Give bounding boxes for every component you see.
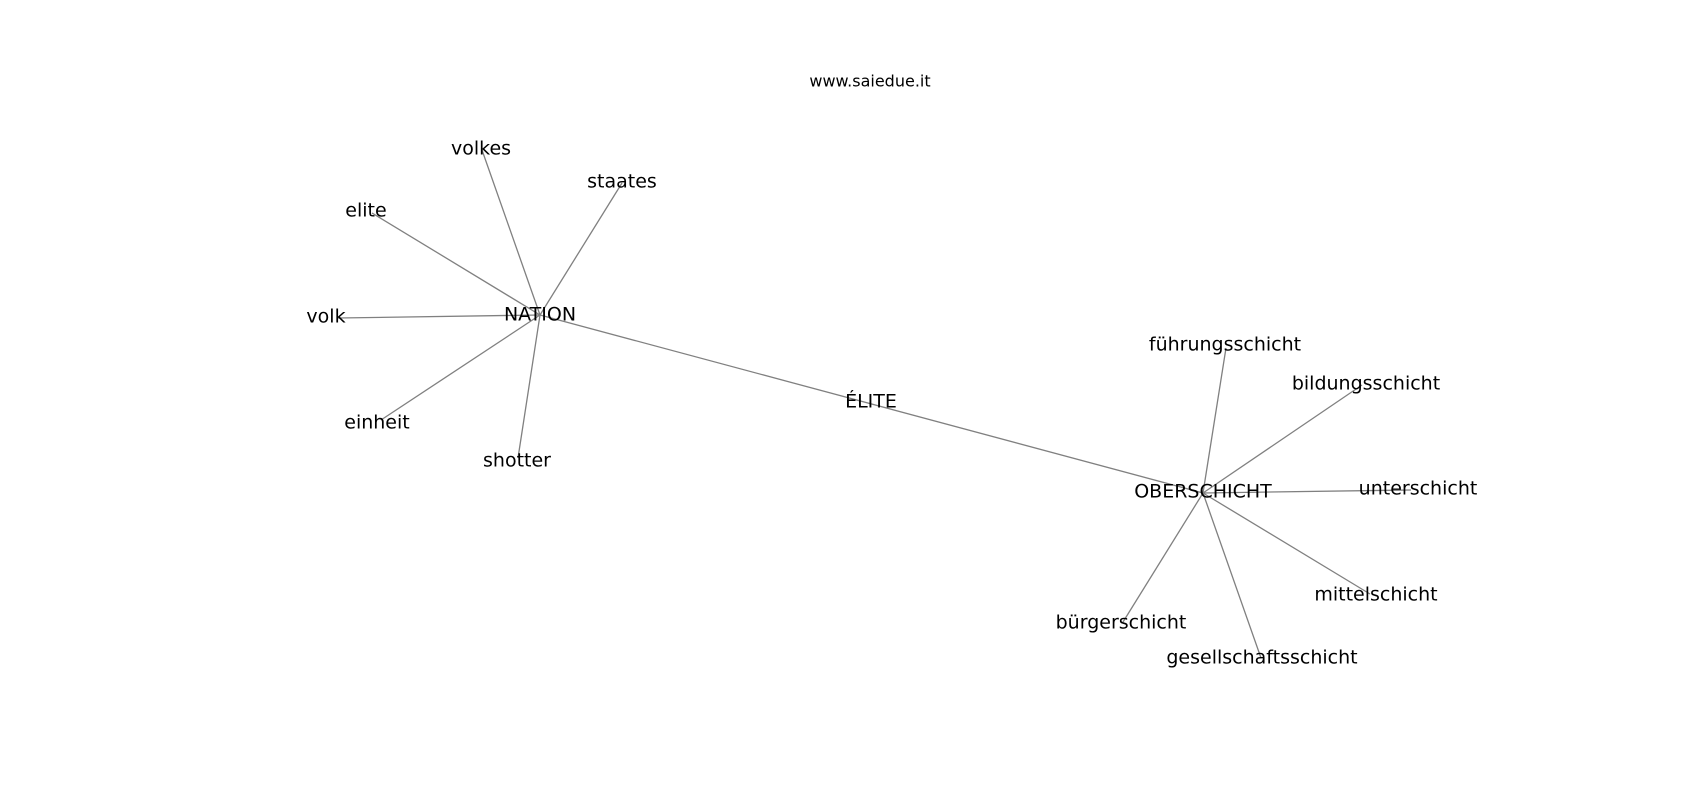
edge-oberschicht-buergerschicht <box>1122 492 1204 623</box>
node-label-nation: NATION <box>504 304 576 326</box>
node-label-volk: volk <box>306 306 345 328</box>
node-label-shotter: shotter <box>483 450 551 472</box>
edge-oberschicht-unterschicht <box>1202 489 1412 494</box>
node-label-bildungsschicht: bildungsschicht <box>1292 373 1440 395</box>
node-label-buergerschicht: bürgerschicht <box>1056 612 1187 634</box>
node-label-oberschicht: OBERSCHICHT <box>1134 481 1272 503</box>
edge-nation-volk <box>337 314 541 319</box>
label-layer: ÉLITE NATION OBERSCHICHT volkes staates elite… <box>306 138 1477 669</box>
edge-nation-volkes <box>481 149 541 316</box>
edge-nation-shotter <box>517 314 541 459</box>
node-label-unterschicht: unterschicht <box>1359 478 1478 500</box>
edge-layer <box>337 149 1412 659</box>
node-label-elite_center: ÉLITE <box>845 390 897 413</box>
node-label-gesellschaftsschicht: gesellschaftsschicht <box>1166 647 1357 669</box>
node-label-mittelschicht: mittelschicht <box>1314 584 1437 606</box>
watermark-text: www.saiedue.it <box>809 72 930 91</box>
node-label-staates: staates <box>587 171 657 193</box>
node-label-elite: elite <box>345 200 386 222</box>
node-label-fuehrungsschicht: führungsschicht <box>1149 334 1301 356</box>
edge-oberschicht-fuehrungsschicht <box>1202 347 1227 494</box>
edge-nation-staates <box>539 182 623 316</box>
edge-oberschicht-bildungsschicht <box>1202 384 1363 494</box>
edge-nation-einheit <box>380 314 541 421</box>
node-label-volkes: volkes <box>451 138 511 160</box>
edge-oberschicht-mittelschicht <box>1202 492 1371 595</box>
edge-nation-elite <box>371 212 541 316</box>
node-label-einheit: einheit <box>344 412 409 434</box>
edge-nation-oberschicht <box>539 314 1204 494</box>
edge-oberschicht-gesellschaftsschicht <box>1202 492 1262 659</box>
